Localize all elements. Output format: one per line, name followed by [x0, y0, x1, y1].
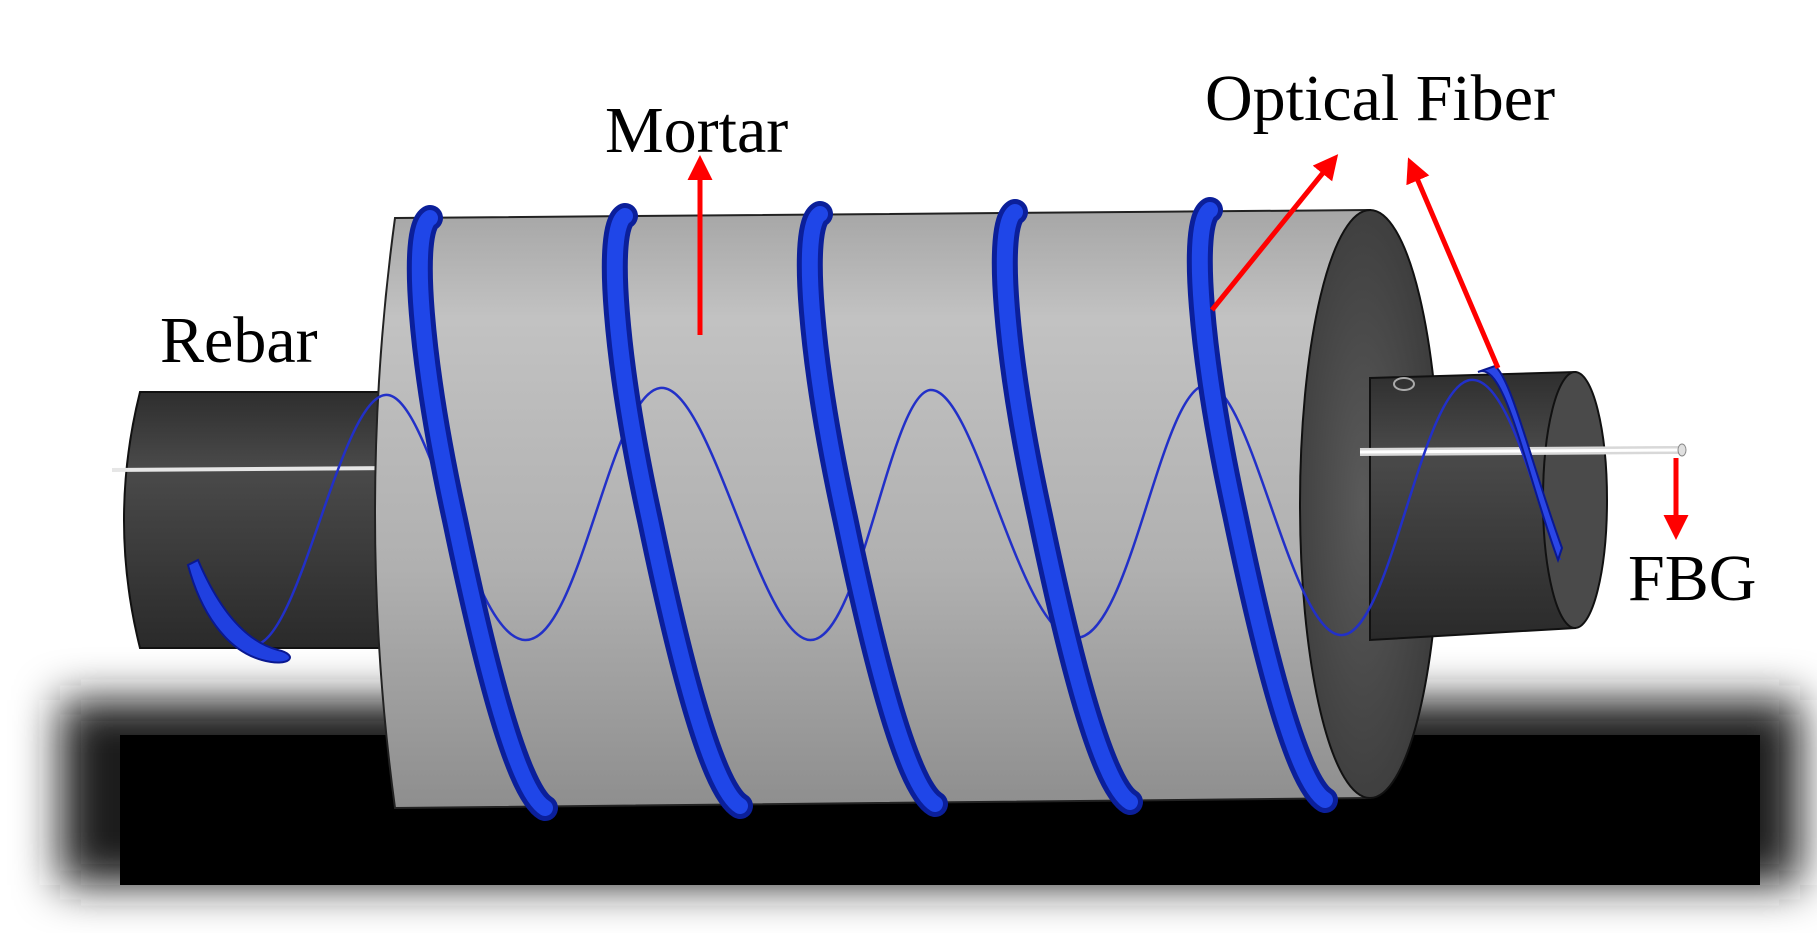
- rebar-end-cap: [1542, 371, 1608, 629]
- optical-fiber-arrow-1: [1210, 154, 1339, 312]
- helix-tail-left: [186, 558, 291, 664]
- rebar-right: [1369, 370, 1608, 642]
- label-fbg: FBG: [1628, 542, 1756, 615]
- fiber-winding: [996, 204, 1138, 810]
- fbg-fiber: [1359, 443, 1687, 457]
- helix-tail-right: [1477, 364, 1564, 564]
- fiber-winding: [801, 206, 943, 812]
- label-rebar: Rebar: [160, 304, 318, 377]
- fiber-winding: [411, 210, 553, 816]
- label-mortar: Mortar: [605, 94, 788, 167]
- fiber-windings: [406, 197, 1338, 821]
- fiber-winding: [606, 208, 748, 814]
- annotation-arrows: [687, 154, 1689, 540]
- label-optical-fiber: Optical Fiber: [1205, 62, 1555, 135]
- optical-fiber-arrow-2: [1406, 157, 1501, 369]
- fiber-winding: [1191, 202, 1333, 808]
- rebar-left: [111, 391, 396, 649]
